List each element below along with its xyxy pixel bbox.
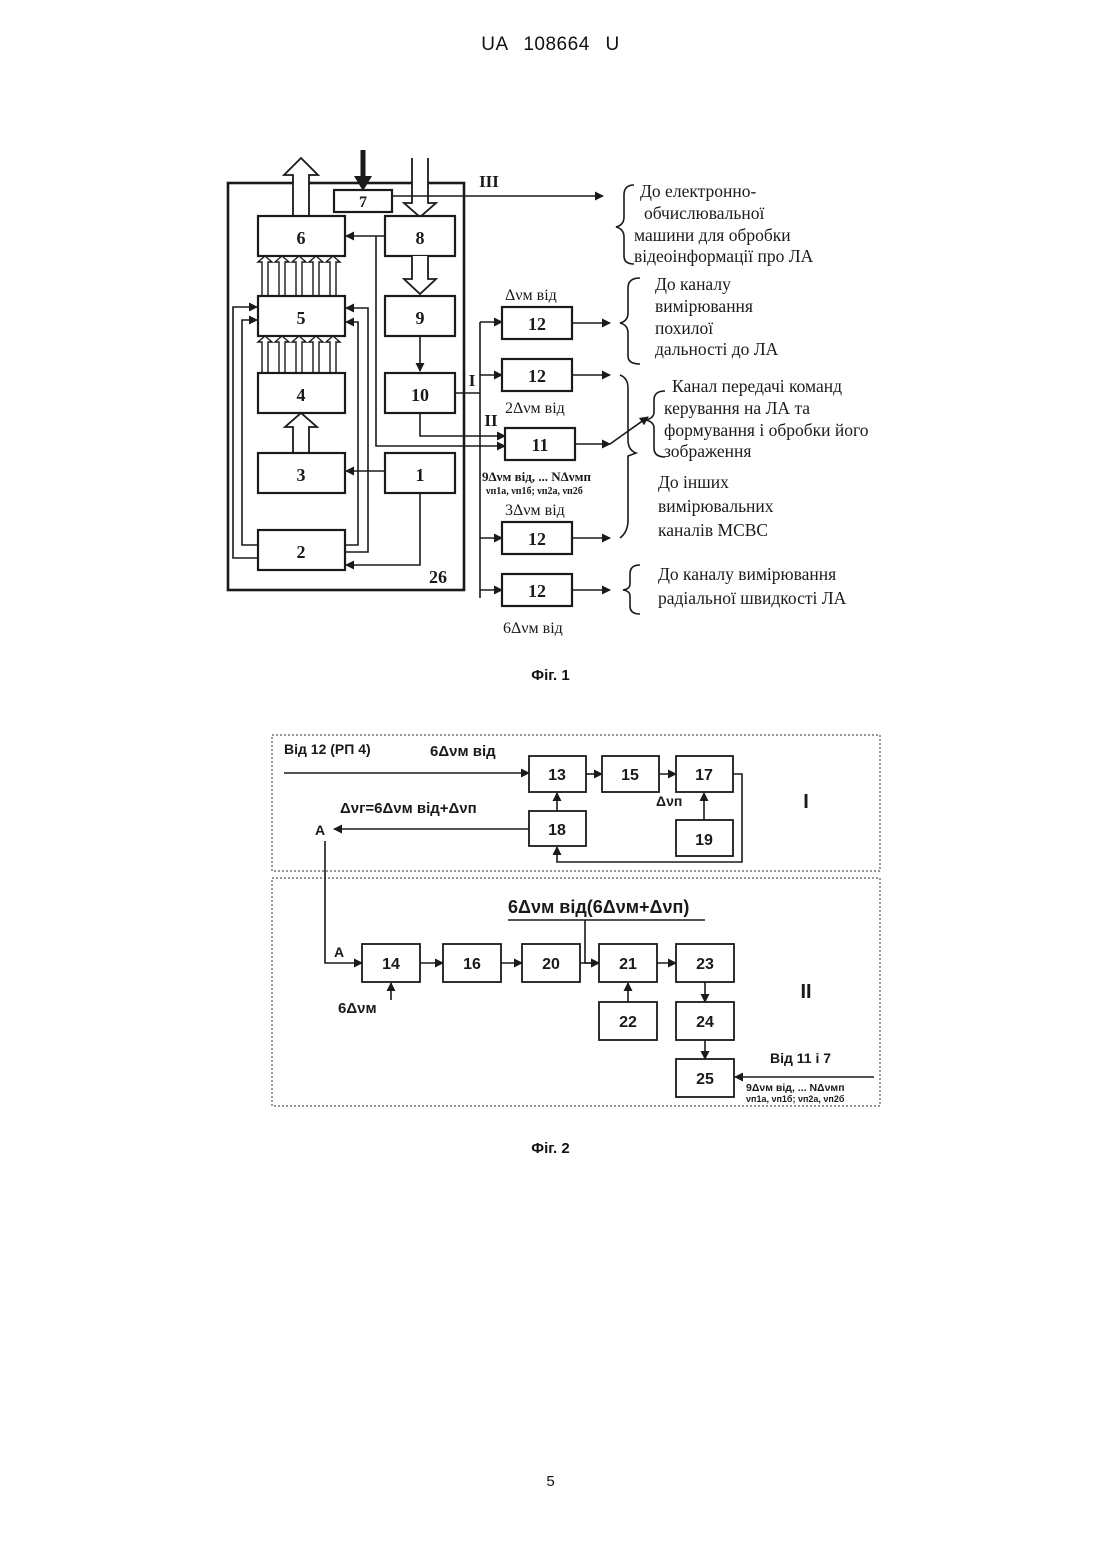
fig2-from-11-7: Від 11 і 7 [770,1050,831,1066]
bundle-4-to-5 [258,336,340,373]
svg-text:вимірювальних: вимірювальних [658,496,774,516]
output-arrow-up [284,158,318,216]
page-number: 5 [0,1473,1101,1490]
figure-1-caption: Фіг. 1 [0,667,1101,684]
label-three-dv: 3Δνм від [505,502,565,519]
dest-computer: До електронно- обчислювальної машини для… [634,181,814,266]
svg-text:обчислювальної: обчислювальної [644,203,765,223]
dest-range: До каналу вимірювання похилої дальності … [655,274,779,359]
link-2-to-5-inner [242,320,258,545]
fig2-formula-to-21 [585,920,599,963]
block-13-label: 13 [548,767,566,784]
fig2-section-i-label: I [803,791,809,813]
svg-text:До каналу вимірювання: До каналу вимірювання [658,564,836,584]
block-12-d-label: 12 [528,581,546,601]
label-two-dv: 2Δνм від [505,400,565,417]
fig2-bottom-line1: 9Δνм від, ... NΔνмп [746,1082,845,1094]
arrow-8-to-9 [404,256,436,294]
block-3-label: 3 [297,465,306,485]
figure-2-caption: Фіг. 2 [0,1140,1101,1157]
label-six-dv: 6Δνм від [503,620,563,637]
block-4-label: 4 [297,385,306,405]
link-2-to-5-right-a [345,322,358,545]
svg-text:дальності до ЛА: дальності до ЛА [655,339,779,359]
fig2-dv-n: Δνп [656,793,682,809]
arrow-3-to-4 [285,413,317,453]
out-11-diag [610,417,648,444]
label-multi-line1: 9Δνм від, ... NΔνмп [482,469,591,484]
fig2-dv-g-formula: Δνг=6Δνм від+Δνп [340,800,477,817]
svg-text:зображення: зображення [664,441,751,461]
block-9-label: 9 [416,308,425,328]
block-25-label: 25 [696,1071,714,1088]
block-12-c-label: 12 [528,529,546,549]
block-19-label: 19 [695,832,713,849]
roman-i: I [469,371,476,390]
block-5-label: 5 [297,308,306,328]
svg-text:машини для обробки: машини для обробки [634,225,791,245]
dest-other: До інших вимірювальних каналів МСВС [658,472,774,540]
link-1-to-2 [346,493,420,565]
fig2-section-ii-label: II [800,981,811,1003]
svg-text:вимірювання: вимірювання [655,296,753,316]
brace-radial [623,565,640,614]
svg-text:формування і обробки його: формування і обробки його [664,420,869,440]
svg-text:відеоінформації про ЛА: відеоінформації про ЛА [634,246,814,266]
label-multi-line2: νп1а, νп1б; νп2а, νп2б [485,486,583,497]
block-12-b-label: 12 [528,366,546,386]
block-7-label: 7 [359,194,367,211]
block-18-label: 18 [548,822,566,839]
block-20-label: 20 [542,956,560,973]
bundle-5-to-6 [258,256,340,296]
roman-iii: III [479,172,499,191]
block-24-label: 24 [696,1014,714,1031]
roman-ii: II [484,411,498,430]
block-14-label: 14 [382,956,400,973]
brace-command-left [646,391,665,457]
svg-text:радіальної швидкості ЛА: радіальної швидкості ЛА [658,588,847,608]
block-1-label: 1 [416,465,425,485]
svg-text:Канал передачі команд: Канал передачі команд [672,376,842,396]
link-2-to-5-right-b [345,308,368,552]
block-23-label: 23 [696,956,714,973]
svg-text:керування на ЛА та: керування на ЛА та [664,398,810,418]
frame-26-label: 26 [429,567,447,587]
fig2-from-12: Від 12 (РП 4) [284,741,371,757]
input-arrow-8 [404,158,436,217]
fig2-bottom-line2: νп1а, νп1б; νп2а, νп2б [746,1094,845,1104]
fig2-point-a-bottom: A [334,944,344,960]
fig2-six-dv-m: 6Δνм [338,1000,377,1017]
fig2-formula-top: 6Δνм від(6Δνм+Δνп) [508,897,689,917]
fig2-point-a-top: A [315,822,325,838]
block-11-label: 11 [531,435,548,455]
brace-range [620,278,640,364]
fig2-six-dv-vid: 6Δνм від [430,743,496,760]
block-6-label: 6 [297,228,306,248]
dest-command: Канал передачі команд керування на ЛА та… [664,376,869,461]
block-21-label: 21 [619,956,637,973]
label-dv-m-vid: Δνм від [505,287,557,304]
brace-shared [620,375,636,538]
block-16-label: 16 [463,956,481,973]
block-2-label: 2 [297,542,306,562]
svg-text:До інших: До інших [658,472,729,492]
block-8-label: 8 [416,228,425,248]
svg-text:До електронно-: До електронно- [640,181,756,201]
dest-radial: До каналу вимірювання радіальної швидкос… [658,564,847,608]
block-22-label: 22 [619,1014,637,1031]
svg-text:До каналу: До каналу [655,274,731,294]
block-10-label: 10 [411,385,429,405]
block-17-label: 17 [695,767,713,784]
brace-computer [616,185,634,264]
block-12-a-label: 12 [528,314,546,334]
link-2-to-5-outer [233,307,258,558]
svg-text:каналів МСВС: каналів МСВС [658,520,768,540]
svg-text:похилої: похилої [655,318,713,338]
block-15-label: 15 [621,767,639,784]
